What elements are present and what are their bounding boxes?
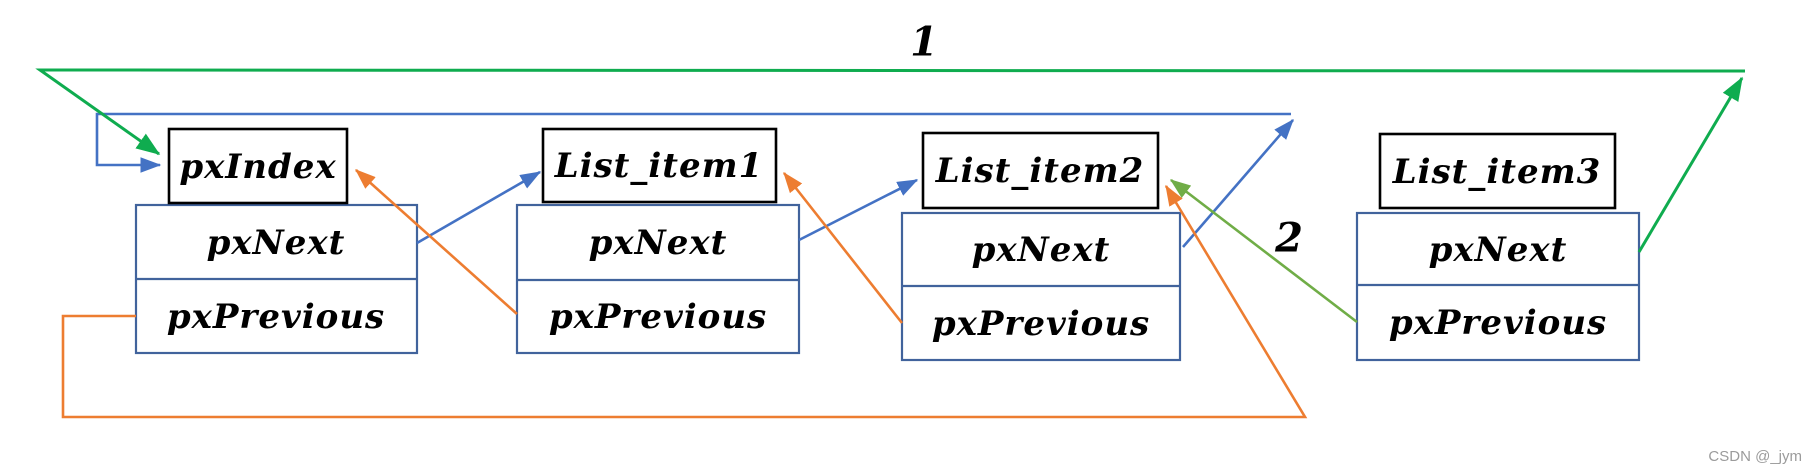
arrow-item2-prev-to-item1 <box>782 171 904 324</box>
node-list-item3-pxnext-label: pxNext <box>1429 230 1568 270</box>
node-list-item1: List_item1 pxNext pxPrevious <box>515 127 801 355</box>
node-list-item2: List_item2 pxNext pxPrevious <box>900 131 1182 362</box>
node-pxindex-title-box <box>167 127 349 205</box>
step-label-1: 1 <box>910 19 938 66</box>
node-pxindex-pxnext-label: pxNext <box>207 223 346 263</box>
arrow-item3-next-to-pxindex <box>35 68 1746 156</box>
node-pxindex-pxprevious-label: pxPrevious <box>167 297 385 337</box>
arrow-item3-prev-to-item2 <box>1169 178 1358 324</box>
node-list-item1-pxnext-label: pxNext <box>589 223 728 263</box>
node-pxindex-title-label: pxIndex <box>179 147 336 187</box>
node-list-item3-title-label: List_item3 <box>1392 152 1602 192</box>
node-list-item2-title-box <box>921 131 1160 210</box>
node-list-item2-pxprevious-label: pxPrevious <box>932 304 1150 344</box>
arrow-pxindex-next-to-item1 <box>416 170 542 245</box>
arrow-item1-next-to-item2 <box>798 178 919 242</box>
node-list-item3-pxprevious-label: pxPrevious <box>1389 303 1607 343</box>
step-label-2: 2 <box>1274 215 1303 262</box>
watermark-text: CSDN @_jym <box>1708 448 1802 465</box>
node-list-item3-title-box <box>1378 132 1617 210</box>
node-list-item1-pxprevious-label: pxPrevious <box>549 297 767 337</box>
node-list-item1-title-label: List_item1 <box>554 146 764 186</box>
node-list-item3-body-box <box>1355 211 1641 362</box>
node-list-item1-title-box <box>541 127 778 204</box>
arrow-item2-next-up-diagonal <box>1182 119 1294 248</box>
arrow-item2-next-to-pxindex <box>95 112 1291 173</box>
arrow-item1-prev-to-pxindex <box>355 169 518 315</box>
node-list-item2-pxnext-label: pxNext <box>972 230 1111 270</box>
arrow-pxindex-prev-to-item2 <box>61 184 1308 419</box>
node-list-item2-title-label: List_item2 <box>935 151 1145 191</box>
node-list-item3: List_item3 pxNext pxPrevious <box>1355 132 1641 362</box>
node-pxindex: pxIndex pxNext pxPrevious <box>134 127 419 355</box>
arrow-item3-next-up-diagonal <box>1637 76 1744 253</box>
